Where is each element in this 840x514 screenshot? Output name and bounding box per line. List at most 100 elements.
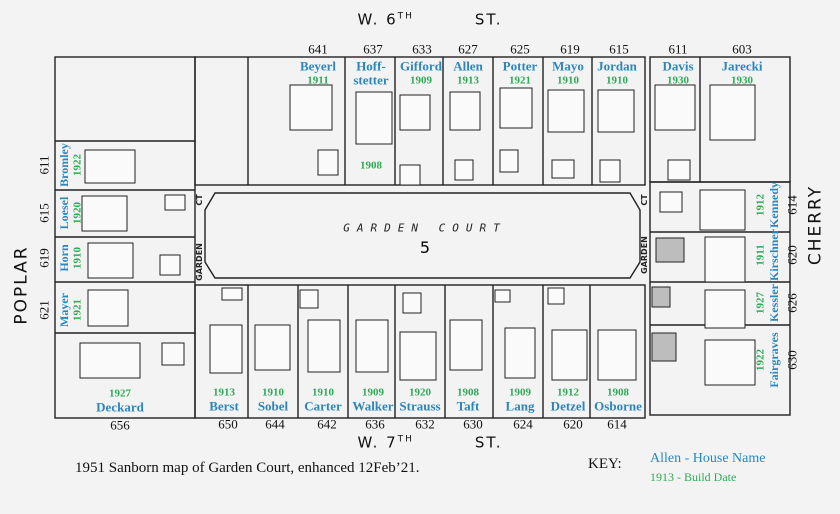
house-footprint: [704, 236, 746, 283]
house-name: Potter: [502, 58, 538, 74]
house-footprint: [704, 339, 756, 386]
house-name: Sobel: [257, 398, 289, 414]
house-name: Davis: [662, 58, 694, 74]
build-date: 1911: [754, 244, 767, 266]
house-footprint: [654, 84, 696, 131]
garden-label-west: GARDEN: [195, 243, 204, 281]
lot-address: 621: [36, 300, 52, 320]
south-block-outline: [194, 284, 646, 419]
build-date: 1910: [606, 74, 628, 87]
build-date: 1927: [754, 292, 767, 314]
ct-label-west: CT: [195, 194, 204, 206]
lot-address: 624: [513, 416, 533, 432]
house-footprint: [399, 331, 437, 381]
build-date: 1908: [360, 159, 382, 172]
house-footprint: [499, 87, 533, 129]
lot-address: 619: [36, 248, 52, 268]
key-build-date: 1913 - Build Date: [650, 470, 737, 484]
lot-address: 625: [510, 41, 530, 57]
lot-address: 637: [363, 41, 383, 57]
garden-court-label: GARDEN COURT: [343, 221, 507, 235]
lot-address: 650: [218, 416, 238, 432]
lot-address: 630: [784, 350, 800, 370]
house-name: Walker: [352, 398, 394, 414]
street-w-7th: W. 7TH ST.: [357, 433, 503, 452]
house-name: Taft: [456, 398, 480, 414]
house-name: Berst: [209, 398, 239, 414]
house-name: Osborne: [594, 398, 642, 414]
build-date: 1922: [71, 154, 84, 176]
house-footprint: [355, 319, 389, 373]
street-w-6th: W. 6TH ST.: [357, 10, 503, 29]
build-date: 1930: [667, 74, 689, 87]
house-footprint: [449, 91, 481, 131]
house-name: Kennedy: [767, 181, 781, 229]
house-footprint: [659, 191, 683, 213]
house-footprint: [289, 84, 333, 131]
lot-address: 633: [412, 41, 432, 57]
house-footprint: [254, 324, 291, 371]
house-footprint: [504, 327, 536, 379]
house-footprint: [499, 149, 519, 173]
build-date: 1911: [307, 74, 329, 87]
house-footprint: [81, 195, 128, 232]
garden-court-island: [204, 192, 641, 279]
house-footprint: [355, 91, 393, 145]
build-date: 1921: [71, 299, 84, 321]
build-date: 1910: [312, 386, 334, 399]
house-footprint: [87, 289, 129, 327]
lot-address: 614: [607, 416, 627, 432]
lot-address: 636: [365, 416, 385, 432]
build-date: 1921: [509, 74, 531, 87]
house-footprint: [655, 237, 685, 263]
street-cherry: CHERRY: [805, 184, 826, 266]
lot-address: 656: [110, 417, 130, 433]
house-name: Detzel: [550, 398, 586, 414]
house-footprint: [454, 159, 474, 181]
key-title: KEY:: [588, 456, 622, 472]
house-footprint: [221, 287, 243, 301]
lot-address: 603: [732, 41, 752, 57]
house-footprint: [547, 287, 565, 305]
house-footprint: [704, 289, 746, 329]
house-footprint: [597, 89, 635, 133]
house-name: Carter: [304, 398, 342, 414]
house-footprint: [651, 286, 671, 308]
build-date: 1910: [557, 74, 579, 87]
build-date: 1912: [557, 386, 579, 399]
build-date: 1910: [71, 247, 84, 269]
lot-address: 632: [415, 416, 435, 432]
house-name: Gifford: [400, 58, 442, 74]
house-footprint: [551, 159, 575, 179]
garden-label-east: GARDEN: [640, 236, 649, 274]
build-date: 1909: [509, 386, 531, 399]
house-name: Bromley: [57, 143, 71, 187]
house-name: Mayo: [552, 58, 584, 74]
house-footprint: [449, 319, 483, 371]
build-date: 1930: [731, 74, 753, 87]
lot-address: 641: [308, 41, 328, 57]
lot-address: 620: [784, 245, 800, 265]
house-name: Horn: [57, 244, 71, 272]
house-footprint: [651, 332, 677, 362]
build-date: 1920: [409, 386, 431, 399]
house-name: Deckard: [96, 399, 144, 415]
house-name: Mayer: [57, 293, 71, 327]
house-footprint: [299, 289, 319, 309]
house-footprint: [597, 329, 637, 381]
block-number: 5: [419, 238, 431, 257]
house-footprint: [317, 149, 339, 176]
house-name: Strauss: [399, 398, 441, 414]
house-footprint: [667, 159, 691, 181]
lot-address: 619: [560, 41, 580, 57]
house-name: Beyerl: [299, 58, 337, 74]
house-name: Kirschner: [767, 229, 781, 281]
house-name: Allen: [453, 58, 483, 74]
lot-address: 611: [668, 41, 688, 57]
lot-address: 644: [265, 416, 285, 432]
lot-address: 630: [463, 416, 483, 432]
map-caption: 1951 Sanborn map of Garden Court, enhanc…: [75, 460, 420, 476]
build-date: 1909: [362, 386, 384, 399]
house-footprint: [399, 164, 421, 186]
